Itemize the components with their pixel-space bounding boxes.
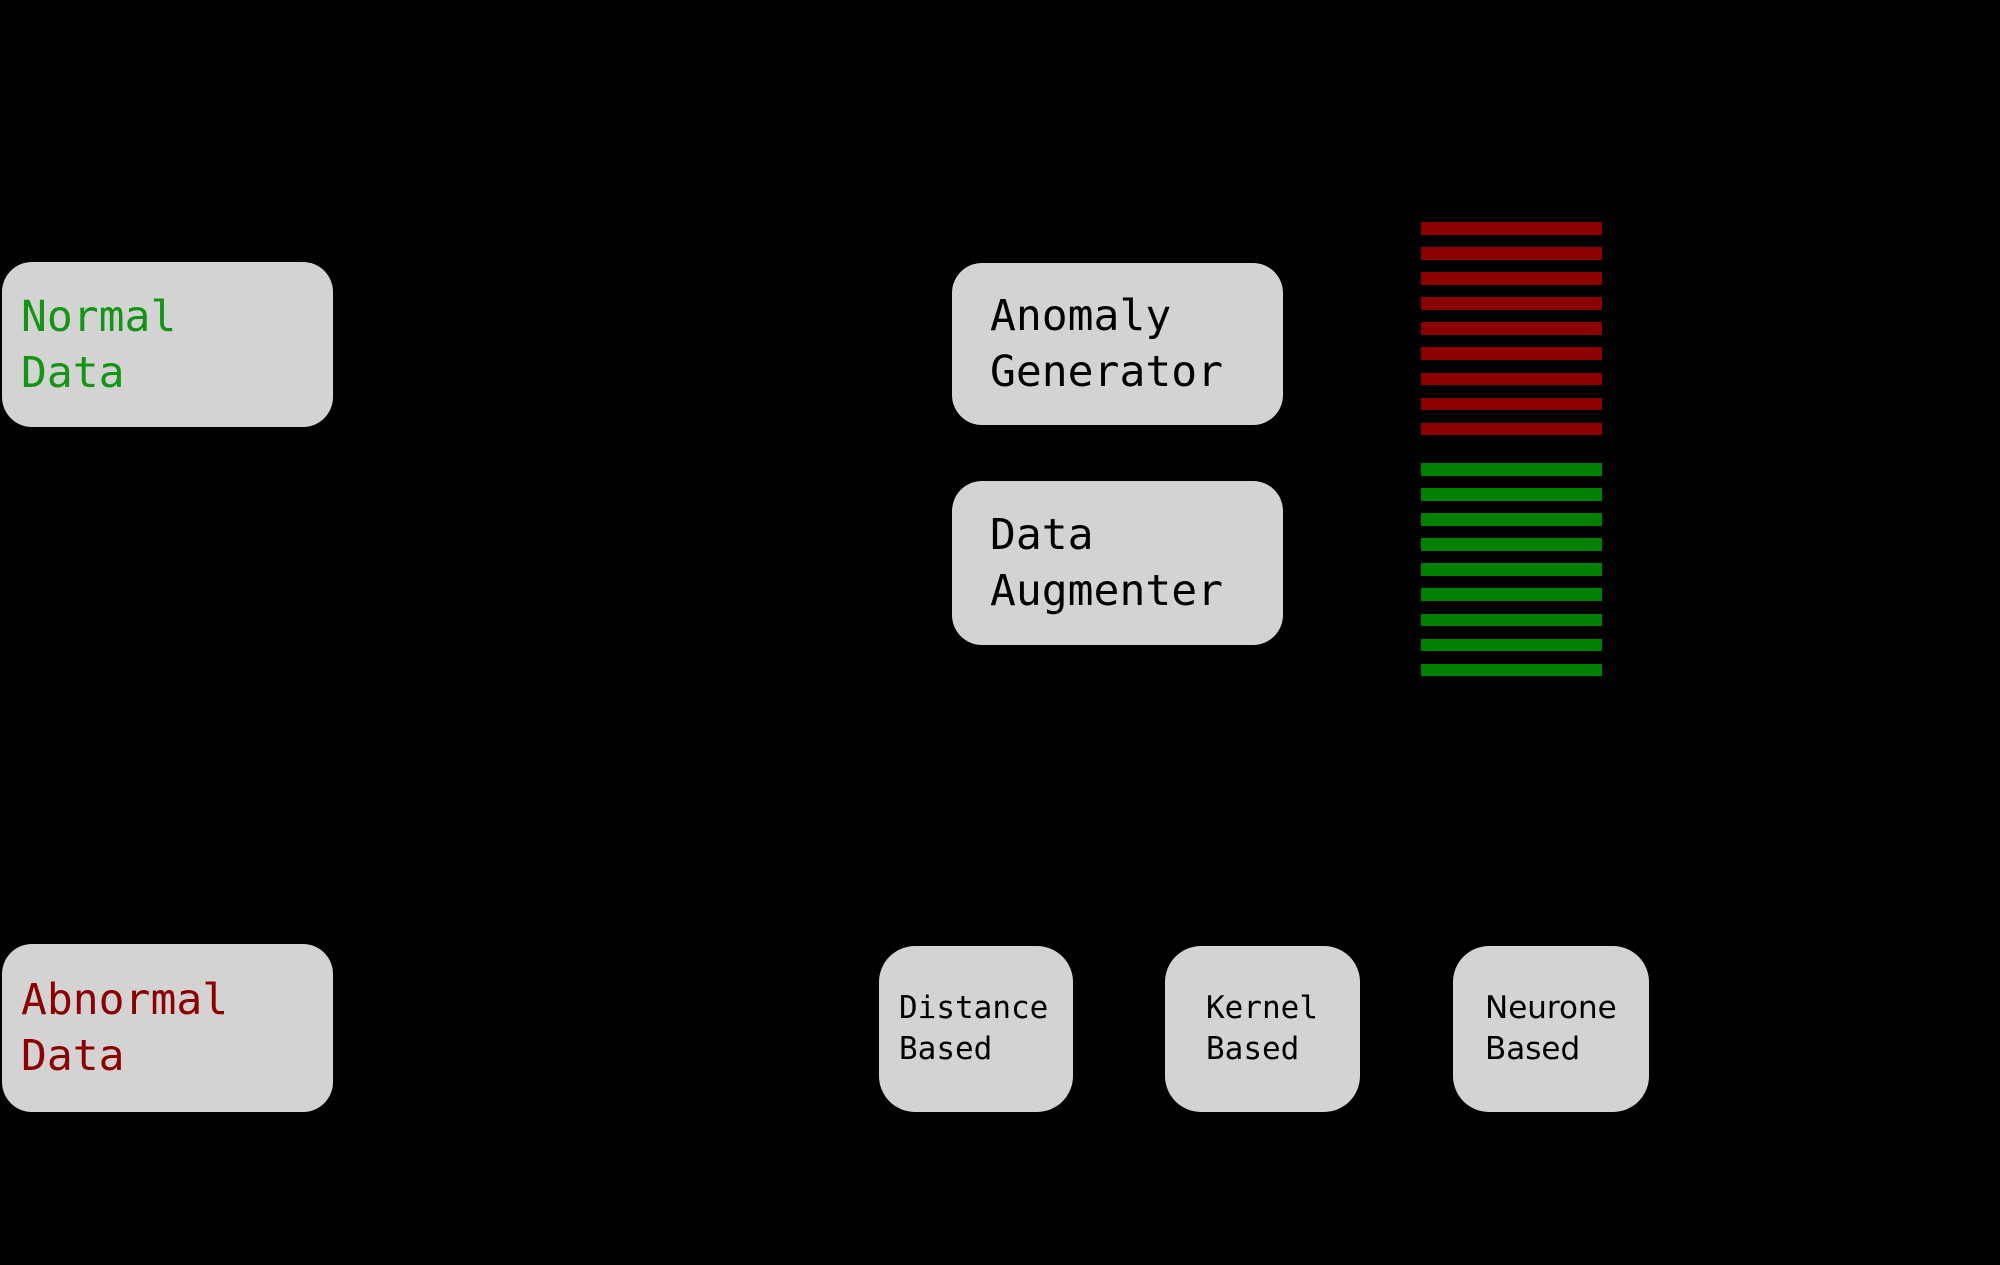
node-abnormal-data-label: Abnormal Data [21, 975, 229, 1081]
node-data-augmenter: Data Augmenter [952, 481, 1283, 645]
node-kernel-based: Kernel Based [1165, 946, 1360, 1112]
node-neurone-based-label: Neurone Based [1485, 990, 1617, 1067]
node-kernel-based-label: Kernel Based [1206, 990, 1318, 1067]
data-row-stripe [1421, 222, 1602, 235]
data-row-stripe [1421, 322, 1602, 335]
augmented-normal-data-stripes [1421, 463, 1602, 677]
data-row-stripe [1421, 422, 1602, 436]
data-row-stripe [1421, 613, 1602, 627]
data-row-stripe [1421, 663, 1602, 677]
data-row-stripe [1421, 397, 1602, 411]
node-anomaly-generator: Anomaly Generator [952, 263, 1283, 425]
node-distance-based: Distance Based [879, 946, 1073, 1112]
data-row-stripe [1421, 513, 1602, 526]
node-neurone-based: Neurone Based [1453, 946, 1649, 1112]
node-data-augmenter-label: Data Augmenter [990, 510, 1223, 616]
data-row-stripe [1421, 563, 1602, 576]
data-row-stripe [1421, 463, 1602, 476]
data-row-stripe [1421, 638, 1602, 652]
data-row-stripe [1421, 588, 1602, 601]
generated-anomalous-data-stripes [1421, 222, 1602, 436]
data-row-stripe [1421, 488, 1602, 501]
data-row-stripe [1421, 247, 1602, 260]
data-row-stripe [1421, 297, 1602, 310]
data-row-stripe [1421, 272, 1602, 285]
node-normal-data-label: Normal Data [21, 291, 177, 398]
node-normal-data: Normal Data [2, 262, 333, 427]
data-row-stripe [1421, 538, 1602, 551]
data-row-stripe [1421, 347, 1602, 360]
node-abnormal-data: Abnormal Data [2, 944, 333, 1112]
data-row-stripe [1421, 372, 1602, 386]
node-anomaly-generator-label: Anomaly Generator [990, 291, 1223, 397]
node-distance-based-label: Distance Based [899, 990, 1049, 1067]
